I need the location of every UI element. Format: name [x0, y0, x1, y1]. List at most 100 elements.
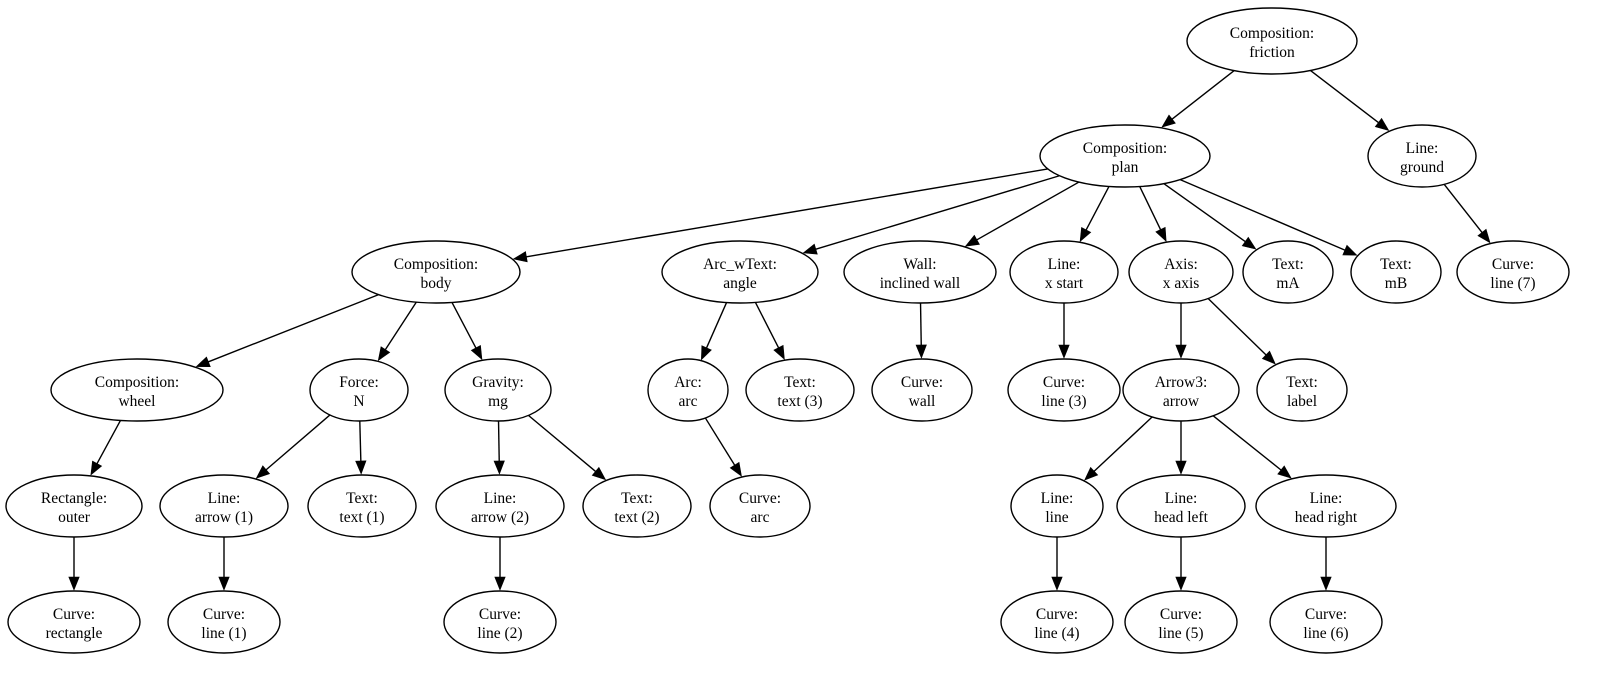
node-label-name: arc — [751, 509, 770, 526]
node-ellipse[interactable] — [1007, 358, 1121, 422]
edge-line — [527, 414, 597, 472]
node-ellipse[interactable] — [5, 474, 143, 538]
graph-node-rectangle-outer[interactable]: Rectangle:outer — [5, 474, 143, 538]
node-label-name: arc — [679, 393, 698, 410]
node-label-type: Line: — [1048, 256, 1081, 273]
node-label-type: Force: — [339, 374, 379, 391]
graph-node-composition-plan[interactable]: Composition:plan — [1039, 124, 1211, 188]
node-label-name: head left — [1154, 509, 1208, 526]
node-ellipse[interactable] — [351, 240, 521, 304]
node-ellipse[interactable] — [745, 358, 855, 422]
edge-arrowhead-icon — [255, 465, 271, 479]
graph-node-line-x-start[interactable]: Line:x start — [1009, 240, 1119, 304]
node-ellipse[interactable] — [443, 590, 557, 654]
node-ellipse[interactable] — [1116, 474, 1246, 538]
node-ellipse[interactable] — [1367, 124, 1477, 188]
node-label-name: wall — [909, 393, 936, 410]
graph-node-curve-line-7[interactable]: Curve:line (7) — [1456, 240, 1570, 304]
graph-edge — [802, 175, 1060, 255]
node-label-name: inclined wall — [880, 275, 961, 292]
node-ellipse[interactable] — [1269, 590, 1383, 654]
node-label-type: Wall: — [903, 256, 936, 273]
node-ellipse[interactable] — [871, 358, 973, 422]
edge-arrowhead-icon — [1342, 244, 1358, 256]
edge-line — [1085, 186, 1110, 231]
node-label-name: mB — [1385, 275, 1407, 292]
graph-node-curve-arc[interactable]: Curve:arc — [709, 474, 811, 538]
node-ellipse[interactable] — [1010, 474, 1104, 538]
graph-node-axis-x-axis[interactable]: Axis:x axis — [1128, 240, 1234, 304]
graph-node-text-ma[interactable]: Text:mA — [1242, 240, 1334, 304]
graph-edge — [512, 168, 1048, 263]
graph-edge — [90, 420, 122, 476]
graph-node-line-arrow-2[interactable]: Line:arrow (2) — [435, 474, 565, 538]
graph-node-curve-line-3[interactable]: Curve:line (3) — [1007, 358, 1121, 422]
node-ellipse[interactable] — [1009, 240, 1119, 304]
node-ellipse[interactable] — [1255, 474, 1397, 538]
graph-node-composition-wheel[interactable]: Composition:wheel — [50, 358, 224, 422]
node-ellipse[interactable] — [444, 358, 552, 422]
node-ellipse[interactable] — [647, 358, 729, 422]
graph-node-text-text-2[interactable]: Text:text (2) — [582, 474, 692, 538]
node-ellipse[interactable] — [1122, 358, 1240, 422]
edge-arrowhead-icon — [802, 243, 818, 255]
edge-line — [497, 420, 500, 462]
edge-arrowhead-icon — [1079, 226, 1092, 243]
edge-line — [754, 302, 780, 349]
node-label-name: line (3) — [1041, 393, 1086, 410]
graph-node-text-mb[interactable]: Text:mB — [1350, 240, 1442, 304]
node-ellipse[interactable] — [709, 474, 811, 538]
node-label-name: plan — [1112, 159, 1139, 176]
node-ellipse[interactable] — [435, 474, 565, 538]
node-ellipse[interactable] — [1000, 590, 1114, 654]
node-ellipse[interactable] — [1256, 358, 1348, 422]
node-ellipse[interactable] — [50, 358, 224, 422]
graph-node-arc-arc[interactable]: Arc:arc — [647, 358, 729, 422]
graph-edge — [1175, 421, 1187, 475]
node-ellipse[interactable] — [661, 240, 819, 304]
node-ellipse[interactable] — [1350, 240, 1442, 304]
node-label-type: Text: — [784, 374, 816, 391]
graph-node-composition-friction[interactable]: Composition:friction — [1186, 7, 1358, 75]
graph-node-text-label[interactable]: Text:label — [1256, 358, 1348, 422]
node-ellipse[interactable] — [1124, 590, 1238, 654]
node-ellipse[interactable] — [1128, 240, 1234, 304]
graph-node-text-text-3[interactable]: Text: text (3) — [745, 358, 855, 422]
graph-node-text-text-1[interactable]: Text:text (1) — [307, 474, 417, 538]
node-ellipse[interactable] — [1456, 240, 1570, 304]
graph-node-line-ground[interactable]: Line:ground — [1367, 124, 1477, 188]
node-ellipse[interactable] — [1039, 124, 1211, 188]
node-ellipse[interactable] — [843, 240, 997, 304]
graph-node-curve-line-6[interactable]: Curve:line (6) — [1269, 590, 1383, 654]
graph-edge — [218, 537, 230, 591]
graph-node-gravity-mg[interactable]: Gravity:mg — [444, 358, 552, 422]
graph-node-line-head-left[interactable]: Line:head left — [1116, 474, 1246, 538]
graph-node-curve-wall[interactable]: Curve:wall — [871, 358, 973, 422]
node-ellipse[interactable] — [159, 474, 289, 538]
node-ellipse[interactable] — [582, 474, 692, 538]
graph-node-arc-wtext-angle[interactable]: Arc_wText:angle — [661, 240, 819, 304]
graph-node-curve-line-4[interactable]: Curve:line (4) — [1000, 590, 1114, 654]
graph-node-line-head-right[interactable]: Line:head right — [1255, 474, 1397, 538]
graph-node-curve-line-1[interactable]: Curve:line (1) — [167, 590, 281, 654]
node-ellipse[interactable] — [7, 590, 141, 654]
node-label-name: body — [421, 275, 452, 292]
node-ellipse[interactable] — [1186, 7, 1358, 75]
node-label-name: text (3) — [777, 393, 822, 410]
graph-node-curve-line-2[interactable]: Curve:line (2) — [443, 590, 557, 654]
edge-line — [1212, 415, 1282, 471]
graph-node-wall-inclined-wall[interactable]: Wall: inclined wall — [843, 240, 997, 304]
graph-node-composition-body[interactable]: Composition:body — [351, 240, 521, 304]
graph-node-force-n[interactable]: Force:N — [309, 358, 409, 422]
node-label-name: rectangle — [46, 625, 103, 642]
node-ellipse[interactable] — [167, 590, 281, 654]
edge-arrowhead-icon — [470, 345, 483, 361]
graph-node-curve-rectangle[interactable]: Curve:rectangle — [7, 590, 141, 654]
node-ellipse[interactable] — [309, 358, 409, 422]
graph-node-curve-line-5[interactable]: Curve:line (5) — [1124, 590, 1238, 654]
graph-node-line-arrow-1[interactable]: Line:arrow (1) — [159, 474, 289, 538]
graph-node-line-line[interactable]: Line:line — [1010, 474, 1104, 538]
node-ellipse[interactable] — [307, 474, 417, 538]
graph-node-arrow3-arrow[interactable]: Arrow3:arrow — [1122, 358, 1240, 422]
node-ellipse[interactable] — [1242, 240, 1334, 304]
